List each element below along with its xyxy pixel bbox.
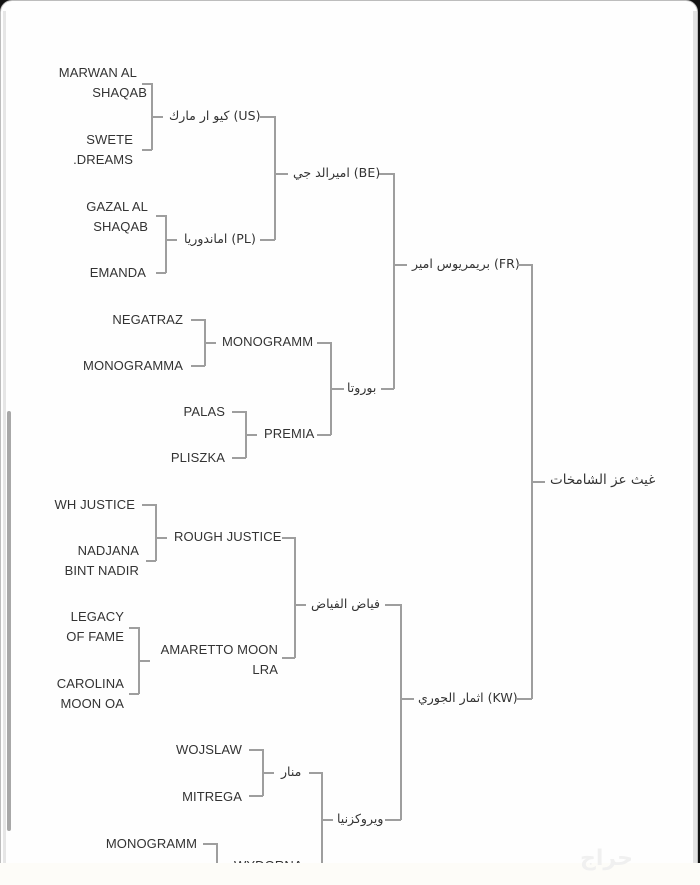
g1-athmar-aljouri: اثمار الجوري (KW) (418, 690, 518, 705)
line (249, 795, 263, 797)
line (321, 772, 323, 864)
g2-emerald-j: اميرالد جي (BE) (293, 165, 381, 180)
line (216, 843, 218, 864)
g4-monogramm-2: MONOGRAMM (105, 836, 197, 851)
line (129, 693, 139, 695)
g1-primerius-amir: بريمريوس امير (FR) (412, 256, 520, 271)
g3-amaretto-line1: AMARETTO MOON (160, 642, 278, 657)
g4-swete-line1: SWETE (86, 132, 133, 147)
line (294, 604, 306, 606)
g2-fayad: فياض الفياض (311, 596, 380, 611)
line (146, 560, 156, 562)
g4-monogramma: MONOGRAMMA (83, 358, 183, 373)
line (393, 264, 407, 266)
line (191, 319, 205, 321)
g4-emanda: EMANDA (89, 265, 146, 280)
g4-nadjana-line2: BINT NADIR (64, 563, 139, 578)
line (260, 239, 275, 241)
line (142, 83, 152, 85)
line (165, 215, 167, 273)
line (400, 698, 414, 700)
line (165, 239, 177, 241)
g4-wh-justice: WH JUSTICE (54, 497, 135, 512)
g4-marwan-line1: MARWAN AL (58, 65, 137, 80)
g4-negatraz: NEGATRAZ (112, 312, 183, 327)
line (385, 819, 401, 821)
watermark-text: حراج (580, 846, 633, 871)
line (191, 365, 205, 367)
g4-wojslaw: WOJSLAW (176, 742, 242, 757)
line (232, 411, 246, 413)
card-left-edge (3, 11, 6, 884)
g3-monogramm: MONOGRAMM (222, 334, 314, 349)
g3-manar: منار (281, 764, 302, 779)
g4-legacy-line2: OF FAME (66, 629, 124, 644)
g3-amaretto-line2: LRA (252, 662, 278, 677)
line (321, 819, 333, 821)
line (379, 173, 394, 175)
line (517, 698, 532, 700)
line (260, 116, 275, 118)
line (330, 388, 344, 390)
watermark-logo: حراج (572, 846, 682, 876)
g4-mitrega: MITREGA (182, 789, 242, 804)
g4-legacy-line1: LEGACY (70, 609, 124, 624)
line (385, 604, 401, 606)
card-right-edge (693, 11, 697, 884)
g4-gazal-line2: SHAQAB (93, 219, 148, 234)
line (381, 388, 394, 390)
line (294, 537, 296, 658)
line (203, 843, 217, 845)
g3-wydorna: WYDORNA (234, 856, 303, 864)
line (282, 657, 295, 659)
line (138, 660, 150, 662)
line (155, 537, 167, 539)
line (142, 149, 152, 151)
g4-carolina-line1: CAROLINA (56, 676, 124, 691)
g4-marwan-line2: SHAQAB (92, 85, 147, 100)
line (204, 342, 216, 344)
g3-premia: PREMIA (264, 426, 315, 441)
g4-pliszka: PLISZKA (170, 450, 225, 465)
g3-amandoria: اماندوريا (PL) (184, 231, 256, 246)
line (129, 627, 139, 629)
g3-q-r-mark: كيو ار مارك (US) (169, 108, 261, 123)
line (156, 215, 166, 217)
line (142, 504, 156, 506)
vertical-scrollbar[interactable] (7, 411, 11, 831)
root-horse-name: غيث عز الشامخات (550, 472, 656, 488)
g4-gazal-line1: GAZAL AL (86, 199, 148, 214)
g3-rough-justice: ROUGH JUSTICE (174, 529, 282, 544)
line (156, 272, 166, 274)
line (232, 457, 246, 459)
line (309, 772, 322, 774)
g2-wierokzna: ويروكزنيا (337, 811, 384, 826)
line (274, 173, 288, 175)
g4-carolina-line2: MOON OA (60, 696, 124, 711)
g4-palas: PALAS (183, 404, 225, 419)
g4-swete-line2: .DREAMS (73, 152, 133, 167)
line (245, 434, 257, 436)
line (531, 481, 545, 483)
line (155, 504, 157, 561)
line (282, 537, 295, 539)
g2-borota: بوروتا (347, 380, 377, 395)
line (517, 264, 532, 266)
line (151, 116, 163, 118)
line (317, 342, 331, 344)
pedigree-diagram: MARWAN AL SHAQAB SWETE .DREAMS GAZAL AL … (1, 1, 697, 864)
line (393, 173, 395, 389)
line (249, 749, 263, 751)
line (317, 434, 331, 436)
line (262, 772, 274, 774)
bottom-strip (0, 863, 700, 885)
g4-nadjana-line1: NADJANA (77, 543, 139, 558)
line (274, 116, 276, 240)
line (400, 604, 402, 820)
